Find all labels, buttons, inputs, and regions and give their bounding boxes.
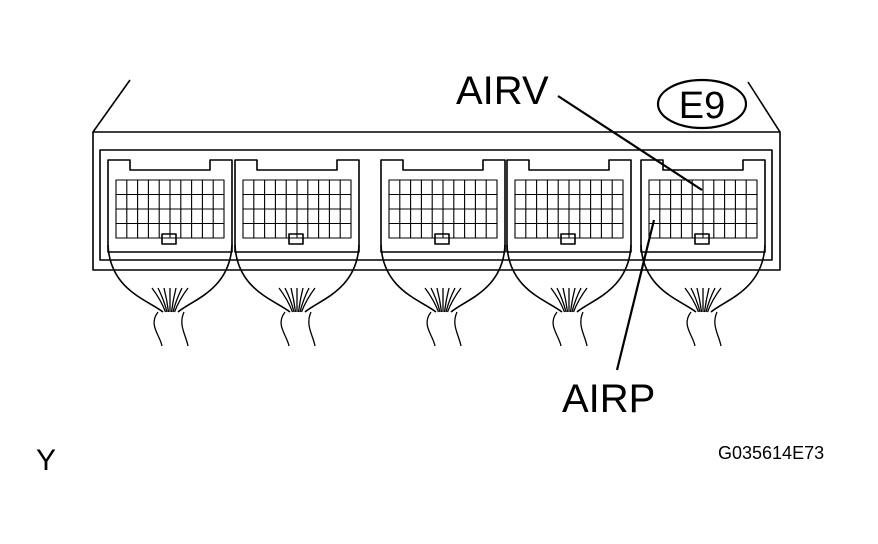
wire-bundle — [424, 287, 462, 347]
connector-shell — [506, 159, 632, 253]
airv-leader-line — [557, 95, 703, 191]
pin-grid — [242, 179, 352, 239]
wire-bundle — [151, 287, 189, 347]
pin-grid — [115, 179, 225, 239]
connector-shell — [234, 159, 360, 253]
harness-boot — [506, 244, 632, 313]
connector-3 — [380, 159, 506, 347]
connector-group — [107, 159, 766, 347]
wire-bundle — [550, 287, 588, 347]
connector-shell — [380, 159, 506, 253]
connector-2 — [234, 159, 360, 347]
corner-letter: Y — [36, 444, 56, 477]
pin-grid — [648, 179, 758, 239]
latch — [560, 233, 576, 245]
connector-1 — [107, 159, 233, 347]
connector-id-text: E9 — [679, 85, 725, 127]
latch — [694, 233, 710, 245]
figure-code: G035614E73 — [718, 443, 824, 463]
pin-grid — [388, 179, 498, 239]
ecu-housing — [92, 79, 781, 271]
connector-id-ellipse — [656, 78, 748, 130]
harness-boot — [107, 244, 233, 313]
connector-shell — [107, 159, 233, 253]
harness-boot — [640, 244, 766, 313]
wire-bundle — [278, 287, 316, 347]
connector-id-tag: E9 — [656, 78, 748, 130]
leader-lines — [557, 95, 703, 371]
airp-leader-line — [615, 219, 656, 371]
wire-bundle — [684, 287, 722, 347]
airp-label: AIRP — [562, 377, 655, 421]
latch — [434, 233, 450, 245]
latch — [288, 233, 304, 245]
latch — [161, 233, 177, 245]
connector-4 — [506, 159, 632, 347]
connector-5 — [640, 159, 766, 347]
harness-boot — [234, 244, 360, 313]
airv-label: AIRV — [456, 69, 549, 113]
harness-boot — [380, 244, 506, 313]
pin-grid — [514, 179, 624, 239]
